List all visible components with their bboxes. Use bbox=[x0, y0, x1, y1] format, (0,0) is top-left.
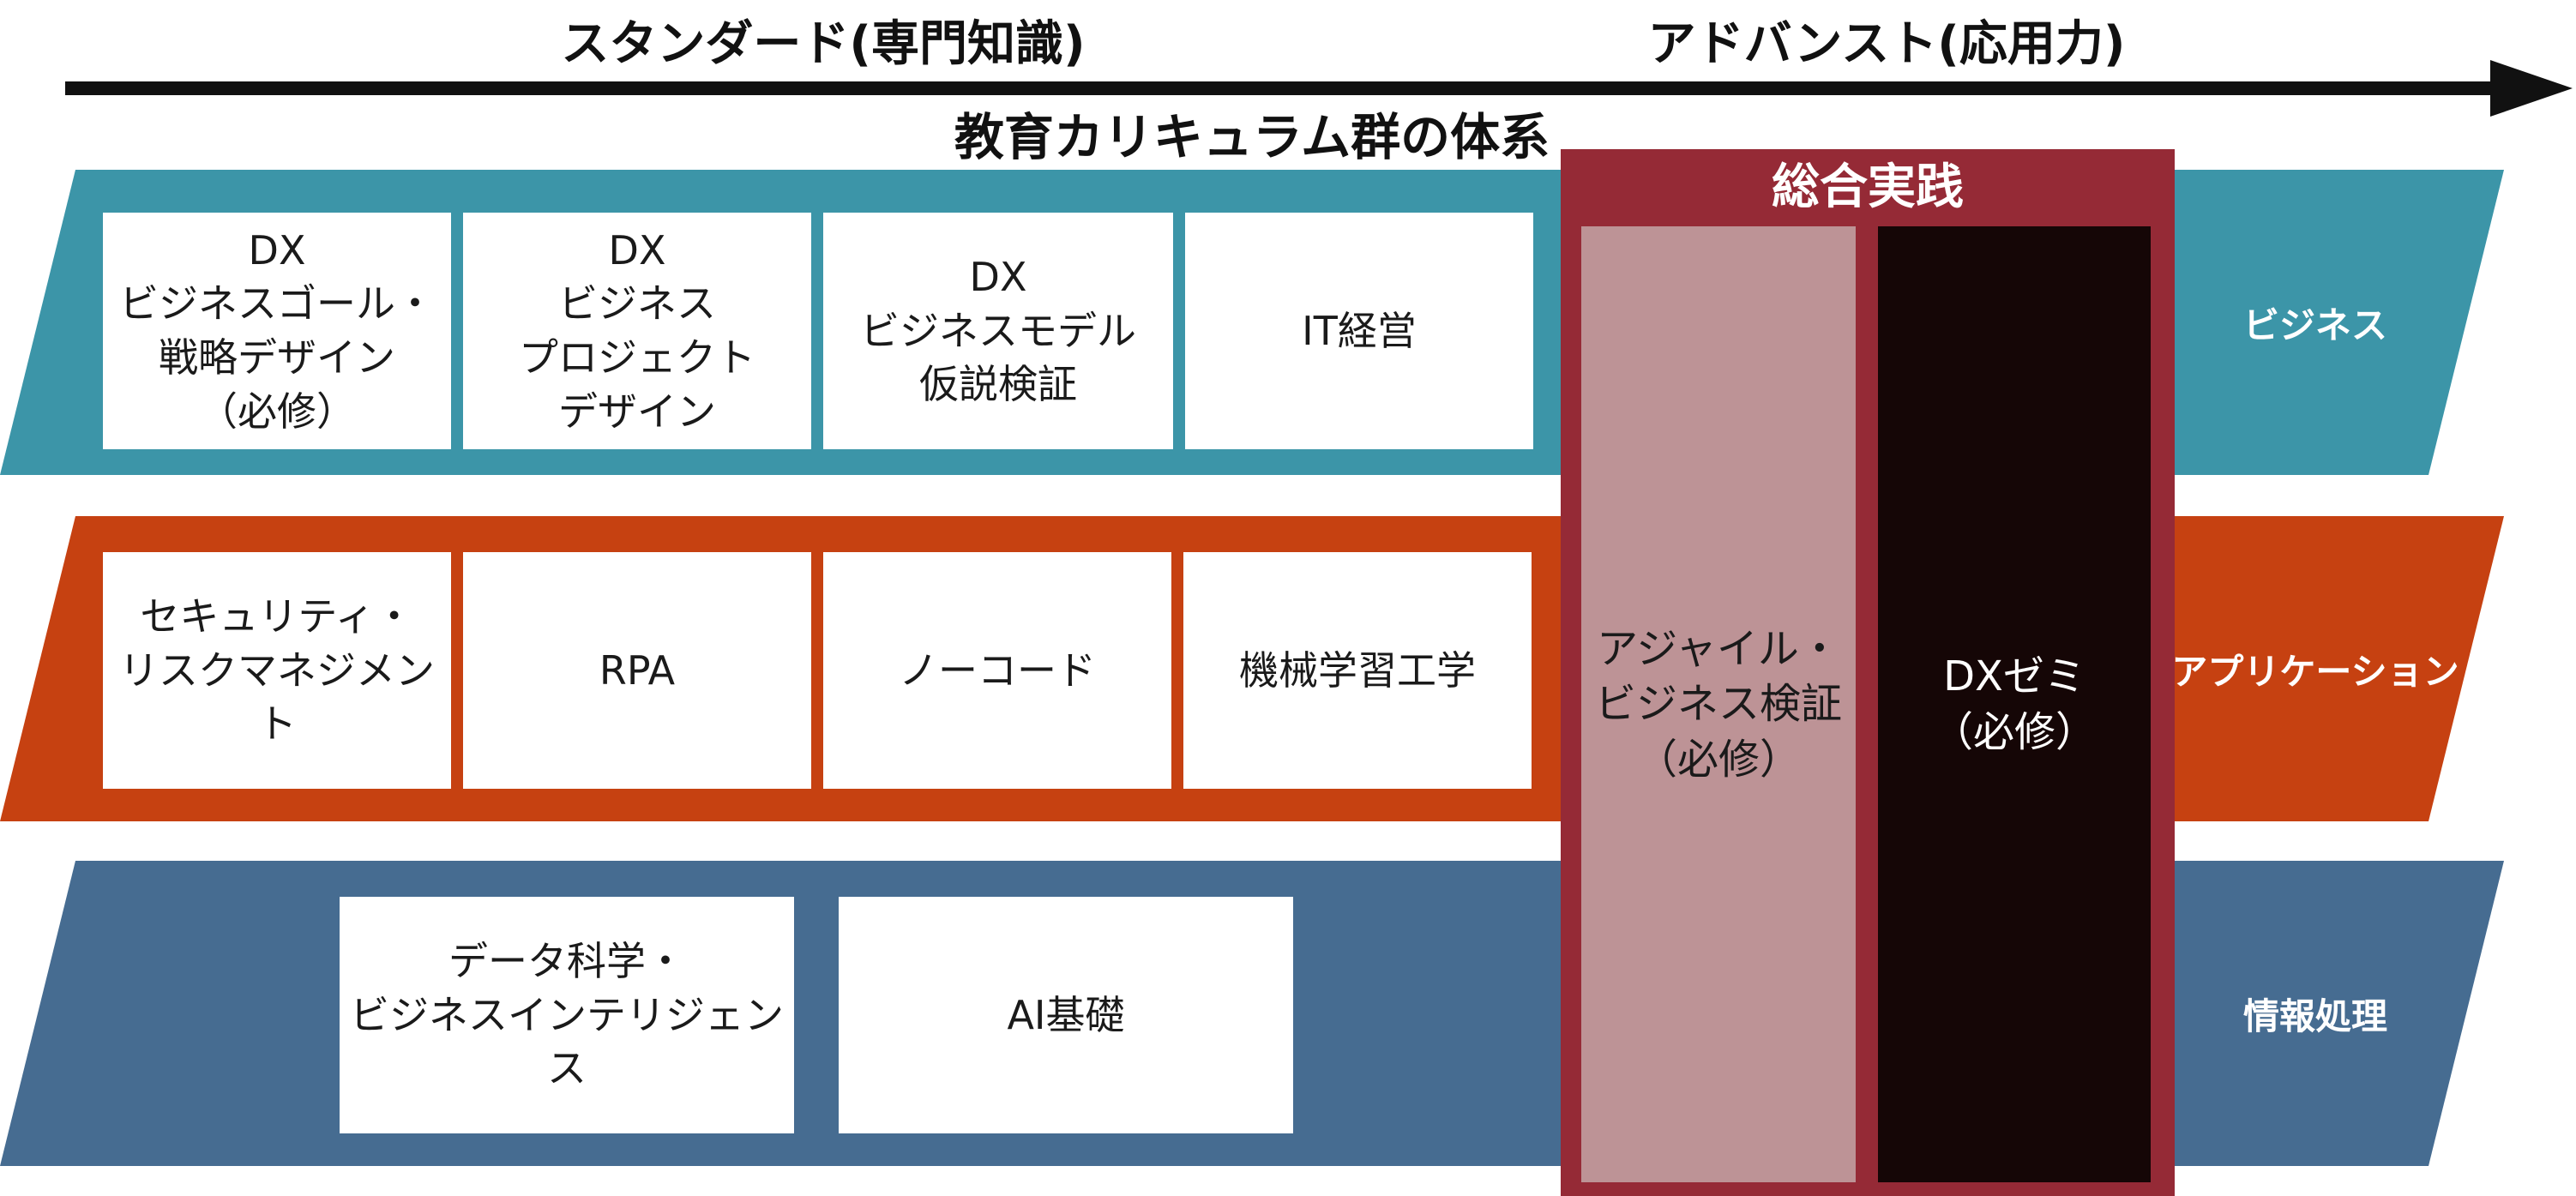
course-card-dx-seminar: DXゼミ （必修） bbox=[1878, 226, 2151, 1182]
course-card-dx-business-goal-strategy: DX ビジネスゴール・ 戦略デザイン （必修） bbox=[103, 213, 451, 449]
course-card-dx-business-project: DX ビジネス プロジェクト デザイン bbox=[463, 213, 811, 449]
band-application-label: アプリケーション bbox=[2171, 650, 2459, 693]
course-card-it-management: IT経営 bbox=[1185, 213, 1533, 449]
course-card-security-risk: セキュリティ・ リスクマネジメント bbox=[103, 552, 451, 789]
course-card-agile-business-validation: アジャイル・ ビジネス検証 （必修） bbox=[1581, 226, 1856, 1182]
integrated-practice-panel: 総合実践 アジャイル・ ビジネス検証 （必修） DXゼミ （必修） bbox=[1561, 149, 2175, 1196]
course-card-ml-engineering: 機械学習工学 bbox=[1183, 552, 1532, 789]
curriculum-system-title: 教育カリキュラム群の体系 bbox=[954, 108, 1550, 166]
course-card-rpa: RPA bbox=[463, 552, 811, 789]
course-card-dx-business-model: DX ビジネスモデル 仮説検証 bbox=[823, 213, 1173, 449]
course-card-no-code: ノーコード bbox=[823, 552, 1171, 789]
standard-stage-label: スタンダード(専門知識) bbox=[561, 16, 1086, 72]
course-card-ai-basics: AI基礎 bbox=[839, 897, 1293, 1133]
course-card-data-science-bi: データ科学・ ビジネスインテリジェンス bbox=[340, 897, 794, 1133]
progression-arrow-head bbox=[2490, 60, 2573, 117]
integrated-practice-title: 総合実践 bbox=[1772, 159, 1964, 215]
band-business-label: ビジネス bbox=[2242, 304, 2387, 346]
progression-arrow bbox=[65, 60, 2573, 117]
advanced-stage-label: アドバンスト(応用力) bbox=[1647, 16, 2126, 72]
band-info-processing-label: 情報処理 bbox=[2242, 995, 2387, 1037]
